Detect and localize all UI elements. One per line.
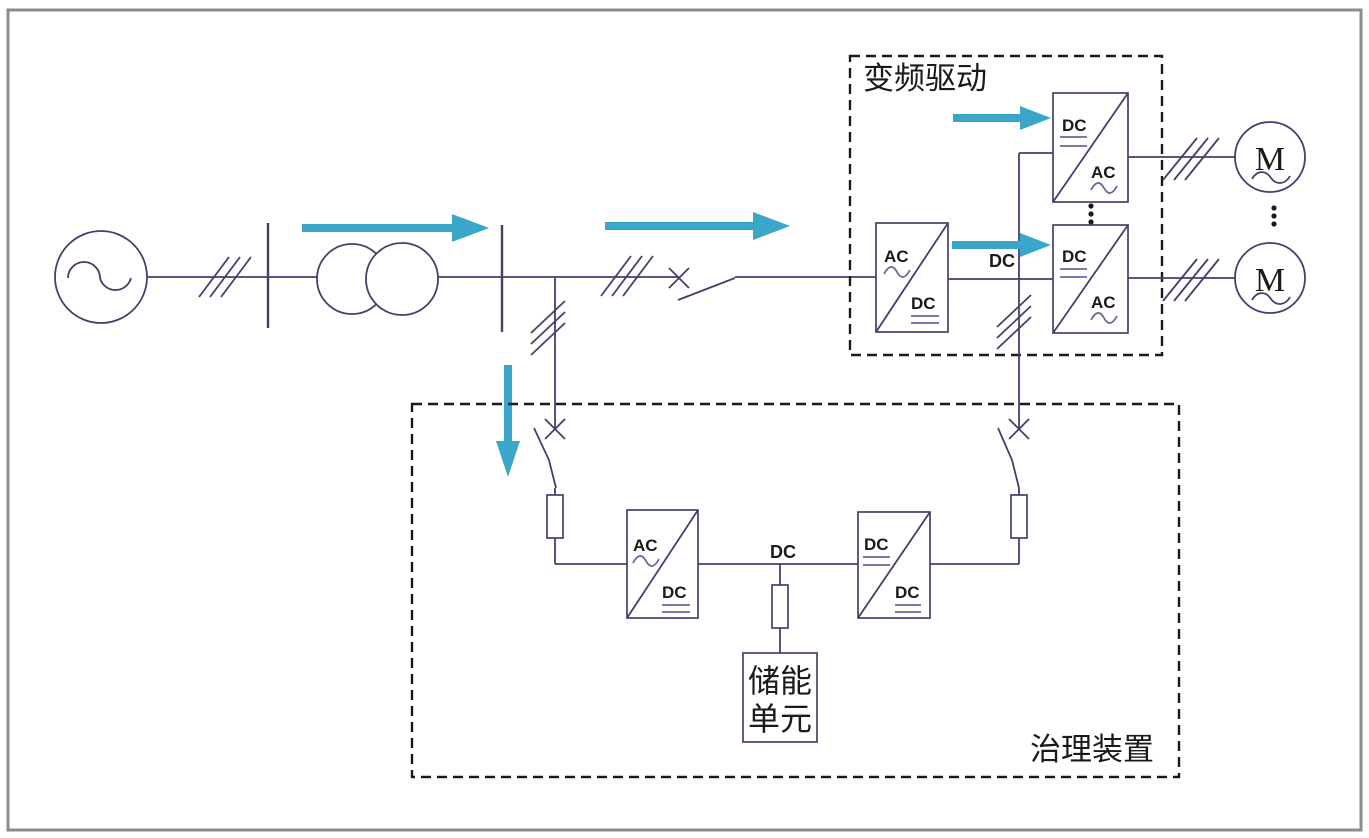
converter-dc-label: DC (1062, 116, 1087, 135)
converter-ac-label: AC (1091, 163, 1116, 182)
energy-storage-unit: 储能 单元 (742, 652, 818, 743)
ac-source-sine-icon (67, 261, 132, 291)
storage-label-line2: 单元 (748, 701, 812, 737)
switch-contact-x (544, 418, 566, 440)
treatment-switch-left (533, 418, 566, 489)
switch-blade (533, 427, 557, 489)
three-phase-slash-motor-top (1162, 137, 1220, 181)
ac-sine-icon (883, 266, 911, 278)
motor-bottom: M (1234, 242, 1306, 314)
converter-dc-label: DC (662, 583, 687, 602)
storage-box (742, 652, 818, 743)
three-phase-slash-branch (530, 300, 566, 356)
converter-diagonal (857, 511, 931, 619)
outer-frame (6, 8, 1363, 832)
vfd-dashed-box (848, 54, 1164, 357)
motor-top: M (1234, 121, 1306, 193)
treatment-dc-bus-label: DC (770, 542, 796, 562)
ac-grid-source (54, 230, 148, 324)
three-phase-slash-source (198, 256, 252, 298)
motor-sine-icon (1251, 292, 1291, 305)
converter-dc-in-label: DC (864, 535, 889, 554)
motor-sine-icon (1251, 171, 1291, 184)
fuse-storage (771, 584, 789, 629)
treatment-dashed-box (410, 402, 1181, 779)
converter-diagonal (1052, 224, 1129, 334)
converter-dc-out-label: DC (895, 583, 920, 602)
ac-sine-icon (632, 555, 660, 567)
inverter-ellipsis-dots (1088, 203, 1094, 225)
transformer (316, 242, 439, 316)
three-phase-slash-after-bus2 (600, 255, 654, 297)
power-flow-arrow-inverter-top (953, 106, 1051, 130)
storage-label-line1: 储能 (748, 663, 812, 699)
vfd-title: 变频驱动 (863, 61, 987, 96)
vfd-inverter-bottom: DC AC (1052, 224, 1129, 334)
fuse-right (1010, 494, 1028, 539)
switch-contact-x (668, 267, 690, 289)
power-flow-arrow-1 (302, 214, 489, 242)
motor-circle (1234, 242, 1306, 314)
vfd-rectifier-converter: AC DC (875, 222, 949, 333)
vfd-inverter-top: DC AC (1052, 92, 1129, 203)
power-flow-arrow-down (496, 365, 520, 477)
converter-diagonal (626, 509, 699, 619)
three-phase-slash-vfd-drop (996, 294, 1032, 350)
treatment-rectifier-converter: AC DC (626, 509, 699, 619)
motor-ellipsis-dots (1271, 205, 1277, 227)
transformer-secondary-circle (365, 242, 439, 316)
vfd-dc-bus-label: DC (989, 251, 1015, 271)
converter-ac-label: AC (633, 536, 658, 555)
main-disconnect-switch (668, 267, 736, 301)
ac-sine-icon (1090, 182, 1118, 194)
converter-dc-label: DC (1062, 247, 1087, 266)
switch-blade (677, 277, 736, 301)
treatment-dcdc-converter: DC DC (857, 511, 931, 619)
converter-diagonal (875, 222, 949, 333)
converter-ac-label: AC (1091, 293, 1116, 312)
fuse-left (546, 494, 564, 539)
switch-contact-x (1008, 418, 1030, 440)
converter-dc-label: DC (911, 294, 936, 313)
converter-diagonal (1052, 92, 1129, 203)
treatment-switch-right (997, 418, 1030, 489)
three-phase-slash-motor-bottom (1162, 258, 1220, 302)
switch-blade (997, 427, 1020, 489)
power-flow-arrow-2 (605, 212, 790, 240)
converter-ac-label: AC (884, 247, 909, 266)
treatment-title: 治理装置 (1030, 732, 1154, 767)
power-flow-arrow-inverter-bottom (952, 233, 1051, 257)
motor-circle (1234, 121, 1306, 193)
ac-sine-icon (1090, 312, 1118, 324)
